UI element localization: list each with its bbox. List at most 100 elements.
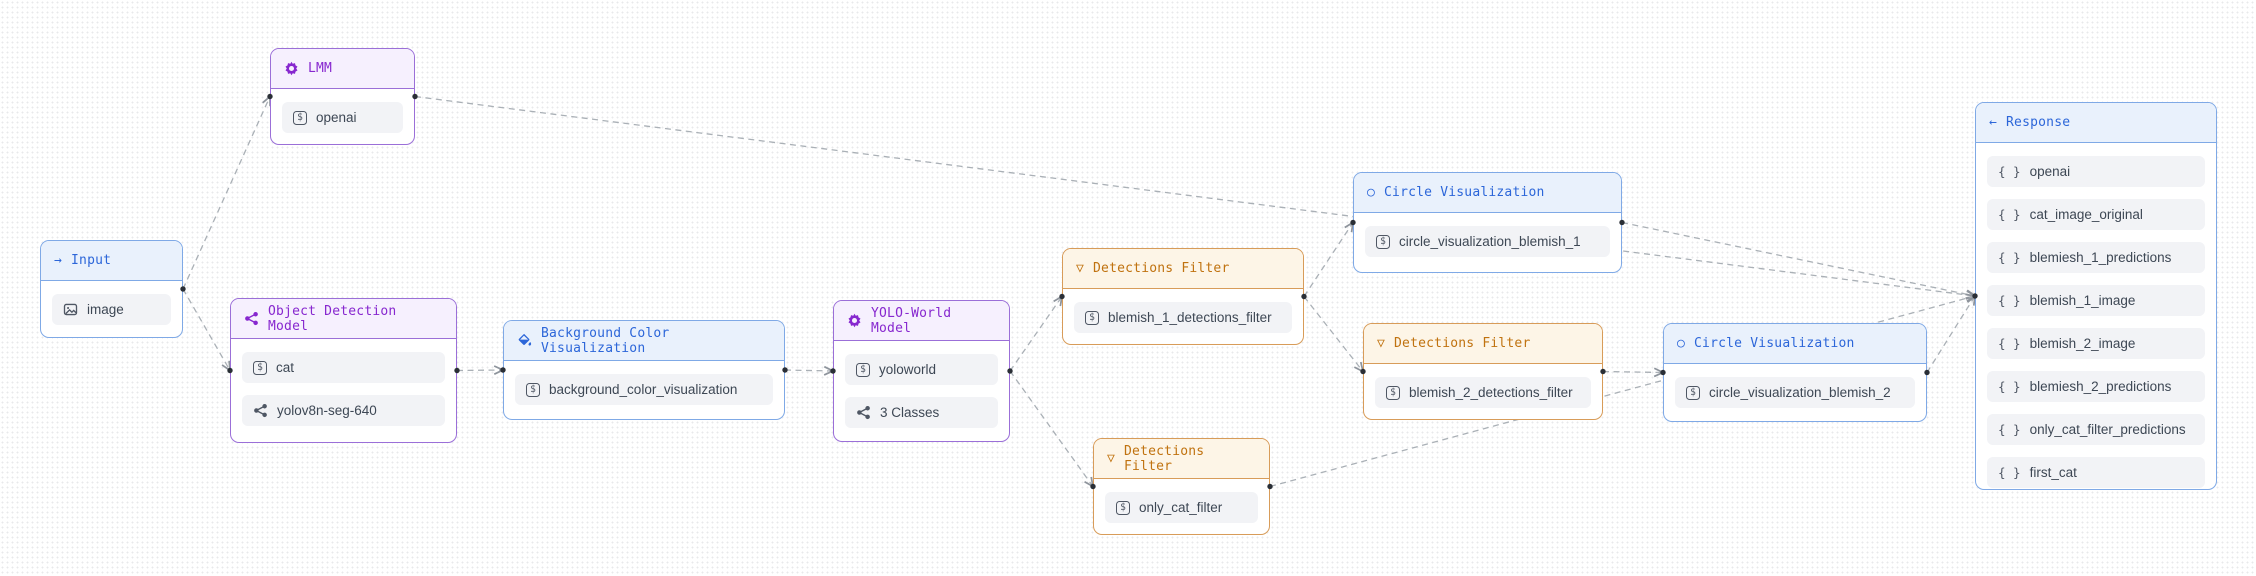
node-item[interactable]: $blemish_2_detections_filter [1375,377,1591,408]
paint-bucket-icon [517,333,532,348]
node-item[interactable]: yolov8n-seg-640 [242,395,445,426]
node-item[interactable]: $ only_cat_filter [1105,492,1258,523]
atom-icon [847,313,862,328]
circle-icon: ○ [1367,185,1376,200]
arrow-right-icon: → [54,253,63,268]
item-label: yolov8n-seg-640 [277,403,377,418]
graph-icon [856,405,871,420]
node-body: $ only_cat_filter [1094,479,1269,536]
node-body: $ background_color_visualization [504,361,784,418]
item-label: circle_visualization_blemish_1 [1399,234,1581,249]
node-header[interactable]: → Input [41,241,182,281]
item-label: blemiesh_2_predictions [2029,379,2172,394]
node-body: $circle_visualization_blemish_1 [1354,213,1621,270]
circle-icon: ○ [1677,336,1686,351]
node-title: Circle Visualization [1384,185,1545,200]
item-label: blemish_1_image [2029,293,2136,308]
node-item[interactable]: $openai [282,102,403,133]
dollar-square-icon: $ [856,362,870,377]
node-item[interactable]: { } openai [1987,156,2205,187]
graph-icon [253,403,268,418]
node-item[interactable]: { }first_cat [1987,457,2205,488]
node-item[interactable]: $circle_visualization_blemish_1 [1365,226,1610,257]
item-label: blemish_1_detections_filter [1108,310,1272,325]
node-title: Object Detection Model [268,303,397,334]
node-header[interactable]: ○ Circle Visualization [1664,324,1926,364]
node-item[interactable]: { }blemish_1_image [1987,285,2205,316]
node-lmm[interactable]: LMM $openai [270,48,415,145]
node-item[interactable]: $ blemish_1_detections_filter [1074,302,1292,333]
dollar-square-icon: $ [1116,500,1130,515]
node-title: Response [2006,115,2071,130]
node-header[interactable]: ○ Circle Visualization [1354,173,1621,213]
node-item[interactable]: { } blemiesh_2_predictions [1987,371,2205,402]
dollar-square-icon: $ [526,382,540,397]
node-title: Input [71,253,112,268]
node-df3[interactable]: ▽Detections Filter $ only_cat_filter [1093,438,1270,535]
item-label: openai [316,110,357,125]
braces-icon: { } [1998,250,2021,265]
item-label: openai [2029,164,2071,179]
node-title: Detections Filter [1394,336,1531,351]
node-df2[interactable]: ▽ Detections Filter $blemish_2_detections_… [1363,323,1603,420]
node-header[interactable]: Object Detection Model [231,299,456,339]
node-df1[interactable]: ▽Detections Filter $ blemish_1_detections_… [1062,248,1304,345]
braces-icon: { } [1998,379,2021,394]
node-item[interactable]: { } only_cat_filter_predictions [1987,414,2205,445]
item-label: only_cat_filter [1139,500,1223,515]
node-item[interactable]: $ circle_visualization_blemish_2 [1675,377,1915,408]
edge-odm-to-bcv [456,370,503,371]
item-label: background_color_visualization [549,382,738,397]
node-header[interactable]: ←Response [1976,103,2216,143]
image-icon [63,302,78,317]
node-input[interactable]: → Input image [40,240,183,338]
node-header[interactable]: ▽ Detections Filter [1364,324,1602,364]
edge-ywm-to-df3 [1009,370,1093,487]
node-body: $openai [271,89,414,146]
edge-cv2-to-response [1926,296,1975,373]
node-cv1[interactable]: ○ Circle Visualization $circle_visualizati… [1353,172,1622,273]
braces-icon: { } [1998,164,2021,179]
node-title: Detections Filter [1124,443,1205,474]
edge-ywm-to-df1 [1009,297,1062,372]
node-header[interactable]: ▽Detections Filter [1063,249,1303,289]
node-header[interactable]: Background Color Visualization [504,321,784,361]
node-response[interactable]: ←Response{ }openai{ }cat_image_original{… [1975,102,2217,490]
node-bcv[interactable]: Background Color Visualization $ backgroun… [503,320,785,420]
item-label: yoloworld [879,362,937,377]
node-header[interactable]: ▽Detections Filter [1094,439,1269,479]
funnel-icon: ▽ [1377,336,1386,351]
item-label: only_cat_filter_predictions [2029,422,2186,437]
item-label: blemish_2_image [2029,336,2136,351]
node-item[interactable]: { } blemiesh_1_predictions [1987,242,2205,273]
edge-cv1-to-response [1621,221,1975,297]
node-item[interactable]: 3 Classes [845,397,998,428]
node-item[interactable]: $cat [242,352,445,383]
node-title: Detections Filter [1093,261,1230,276]
braces-icon: { } [1998,422,2021,437]
dollar-square-icon: $ [1386,385,1400,400]
node-item[interactable]: { }cat_image_original [1987,199,2205,230]
item-label: cat_image_original [2029,207,2143,222]
dollar-square-icon: $ [1686,385,1700,400]
node-header[interactable]: YOLO-World Model [834,301,1009,341]
node-item[interactable]: $ background_color_visualization [515,374,773,405]
node-item[interactable]: $ yoloworld [845,354,998,385]
atom-icon [284,61,299,76]
node-ywm[interactable]: YOLO-World Model $ yoloworld 3 Classes [833,300,1010,442]
node-header[interactable]: LMM [271,49,414,89]
item-label: blemiesh_1_predictions [2029,250,2172,265]
node-title: Circle Visualization [1694,336,1855,351]
node-title: LMM [308,61,333,76]
node-body: $cat yolov8n-seg-640 [231,339,456,439]
edge-input-to-odm [182,288,230,371]
item-label: cat [276,360,295,375]
node-item[interactable]: image [52,294,171,325]
node-cv2[interactable]: ○ Circle Visualization $ circle_visualizati… [1663,323,1927,422]
node-odm[interactable]: Object Detection Model $cat yolov8n-seg-64… [230,298,457,443]
node-item[interactable]: { }blemish_2_image [1987,328,2205,359]
item-label: circle_visualization_blemish_2 [1709,385,1891,400]
dollar-square-icon: $ [1085,310,1099,325]
node-title: Background Color Visualization [541,325,670,356]
